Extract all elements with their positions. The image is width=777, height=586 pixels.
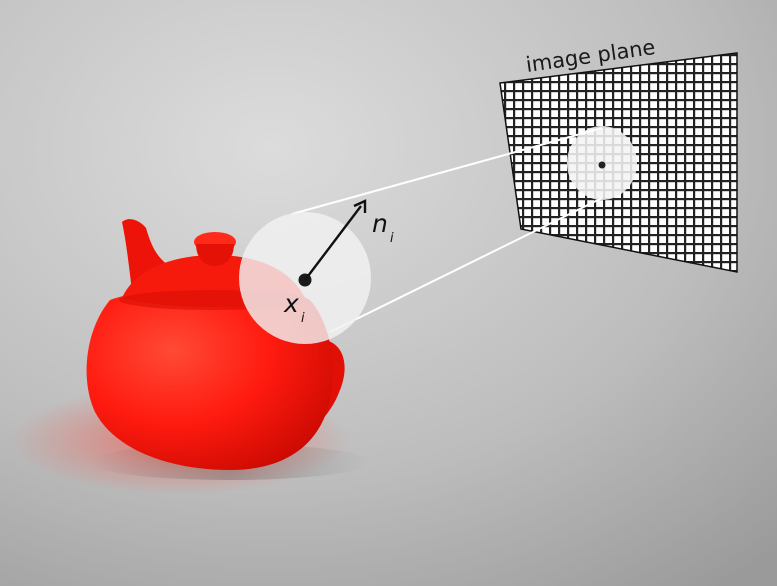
normal-arrow (304, 199, 367, 281)
normal-subscript: i (390, 231, 394, 246)
projection-line-upper (291, 127, 603, 215)
image-plane-pixel-dot (598, 161, 606, 169)
point-label: x (283, 289, 299, 318)
point-subscript: i (301, 311, 305, 326)
normal-label: n (372, 209, 388, 238)
projection-line-lower (329, 197, 603, 333)
teapot-knob (196, 244, 234, 266)
